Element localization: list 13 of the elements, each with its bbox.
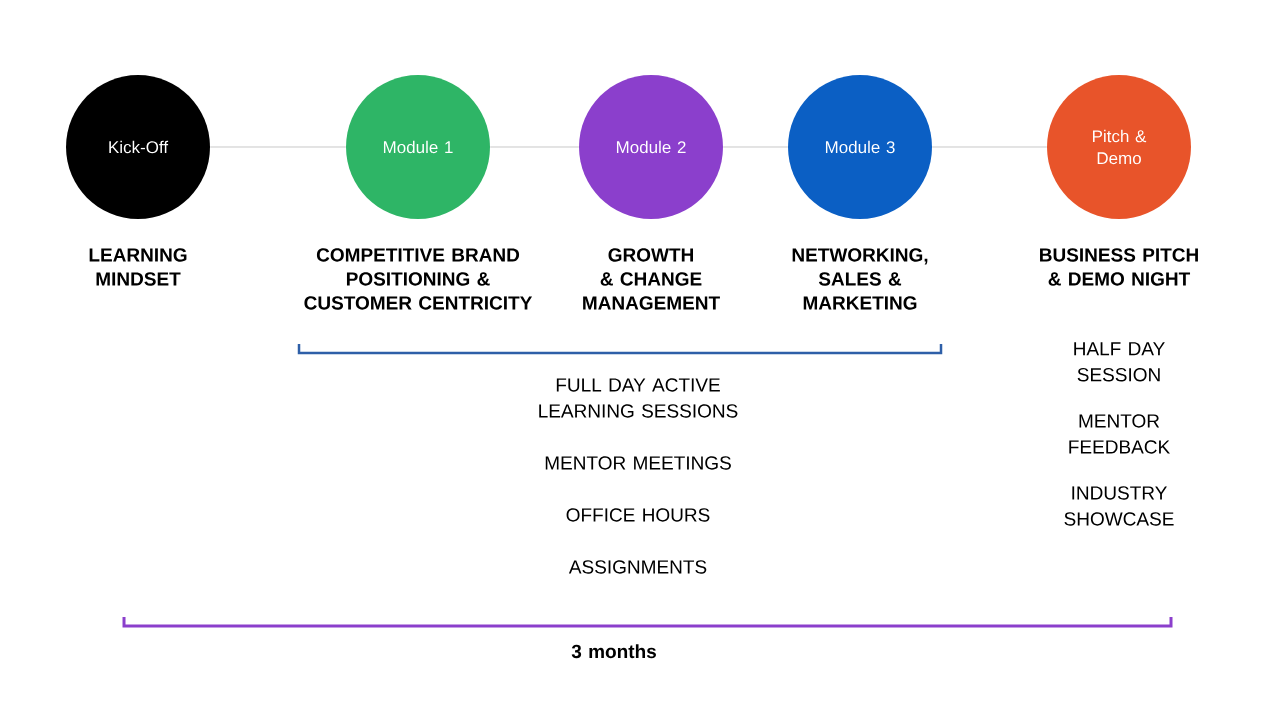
step-caption: NETWORKING, SALES & MARKETING — [792, 248, 928, 310]
session-note: FULL DAY ACTIVE LEARNING SESSIONS — [539, 378, 738, 418]
step-caption: BUSINESS PITCH & DEMO NIGHT — [1040, 248, 1198, 286]
session-note: INDUSTRY SHOWCASE — [1064, 486, 1174, 526]
session-note: MENTOR FEEDBACK — [1069, 414, 1170, 454]
duration-label: 3 months — [571, 644, 656, 659]
step-caption: GROWTH & CHANGE MANAGEMENT — [583, 248, 720, 310]
step-caption: COMPETITIVE BRAND POSITIONING & CUSTOMER CENTRICITY — [304, 248, 533, 310]
session-note: ASSIGNMENTS — [568, 560, 707, 574]
session-note: HALF DAY SESSION — [1074, 342, 1165, 382]
session-note: OFFICE HOURS — [566, 508, 710, 522]
session-note: MENTOR MEETINGS — [545, 456, 731, 470]
step-caption: LEARNING MINDSET — [89, 248, 187, 286]
